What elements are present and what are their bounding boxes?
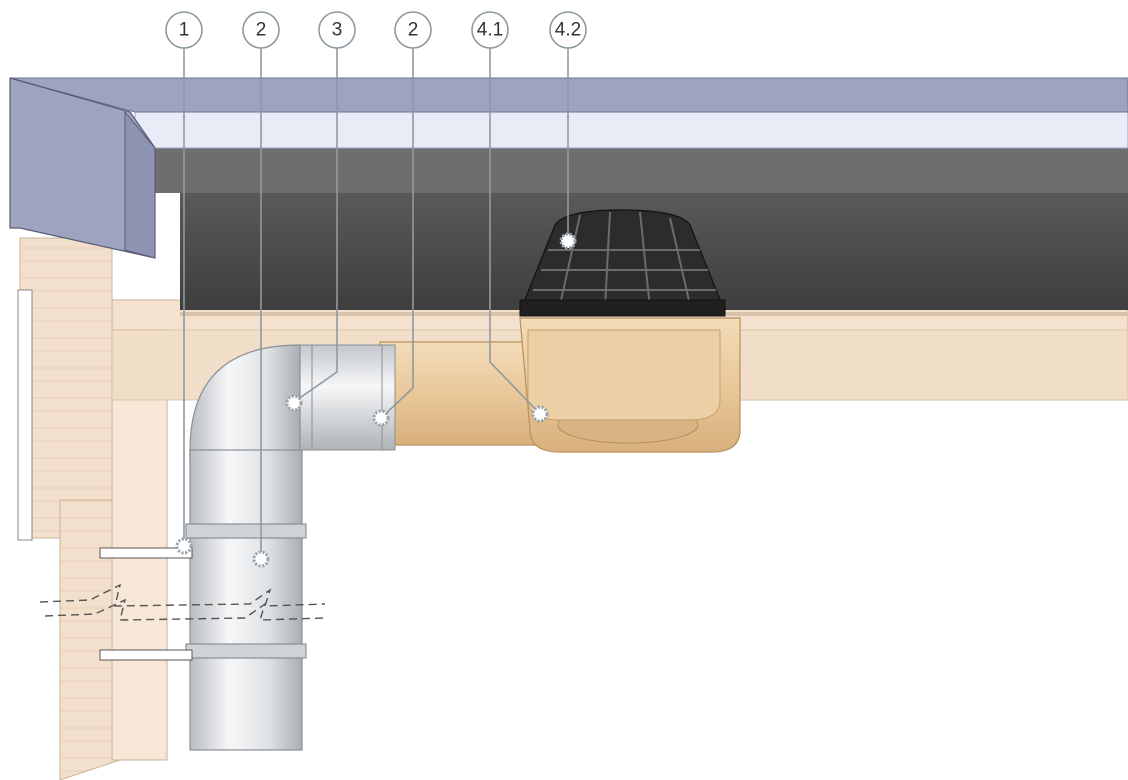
roof-top-edge [9,77,1128,113]
callout-circle-3 [318,11,356,49]
leader-2b [380,48,414,419]
callout-label-4-1: 4.1 [477,20,503,41]
callout-circle-1 [165,11,203,49]
callouts: 1 2 3 2 4.1 4.2 [165,11,587,568]
roof-membrane-grey [155,148,1128,193]
grate-ribs [533,211,716,309]
marker-2b [372,409,390,427]
grate-ring [519,299,726,317]
break-lines [39,583,326,621]
wall-fascia-board [19,237,113,539]
break-line-lower [44,598,326,621]
callout-label-2a: 2 [256,20,267,41]
pipe-clamp-upper [185,523,307,539]
drain-body [379,317,741,453]
flashing-face [124,110,156,259]
pipe-clamp-lower [185,643,307,659]
marker-4-2 [559,232,577,250]
callout-label-3: 3 [332,20,343,41]
callout-3: 3 [285,11,356,412]
callout-circle-4-1 [471,11,509,49]
callout-circle-4-2 [549,11,587,49]
callout-label-2b: 2 [408,20,419,41]
marker-4-1 [531,405,549,423]
pipe-coupling-3 [311,344,383,451]
bracket-upper [99,547,193,559]
callout-label-1: 1 [179,20,190,41]
leader-4-1 [489,48,541,415]
leader-3 [293,48,338,403]
callout-label-4-2: 4.2 [555,20,581,41]
wall-trim [17,289,33,541]
callout-circle-2b [394,11,432,49]
callout-4-2: 4.2 [549,11,587,250]
drain-bowl-body [527,329,721,421]
callout-circle-2a [242,11,280,49]
wall-structure [17,237,168,780]
callout-4-1: 4.1 [471,11,549,423]
callout-1: 1 [165,11,203,555]
bracket-lower [99,649,193,661]
callout-2a: 2 [242,11,280,568]
marker-2a [252,550,270,568]
pipe-assembly [99,344,396,751]
pipe-vertical-section [189,449,303,751]
roof-membrane-light [134,111,1128,149]
marker-3 [285,394,303,412]
marker-1 [175,537,193,555]
callout-2b: 2 [372,11,432,427]
